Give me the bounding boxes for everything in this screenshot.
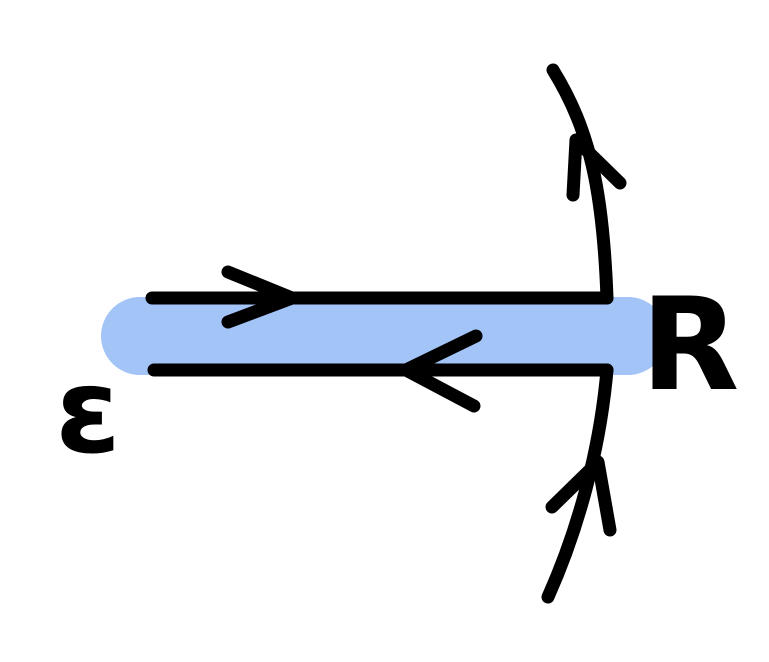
lower-curve xyxy=(541,363,614,604)
upper-curve xyxy=(546,63,614,305)
lower-curve-arrowhead xyxy=(545,455,617,537)
right-arrowhead xyxy=(221,265,299,329)
r-label: R xyxy=(641,271,740,420)
upper-curve-arrowhead xyxy=(566,133,627,202)
left-arrowhead xyxy=(399,329,483,413)
epsilon-label: ε xyxy=(55,342,121,480)
